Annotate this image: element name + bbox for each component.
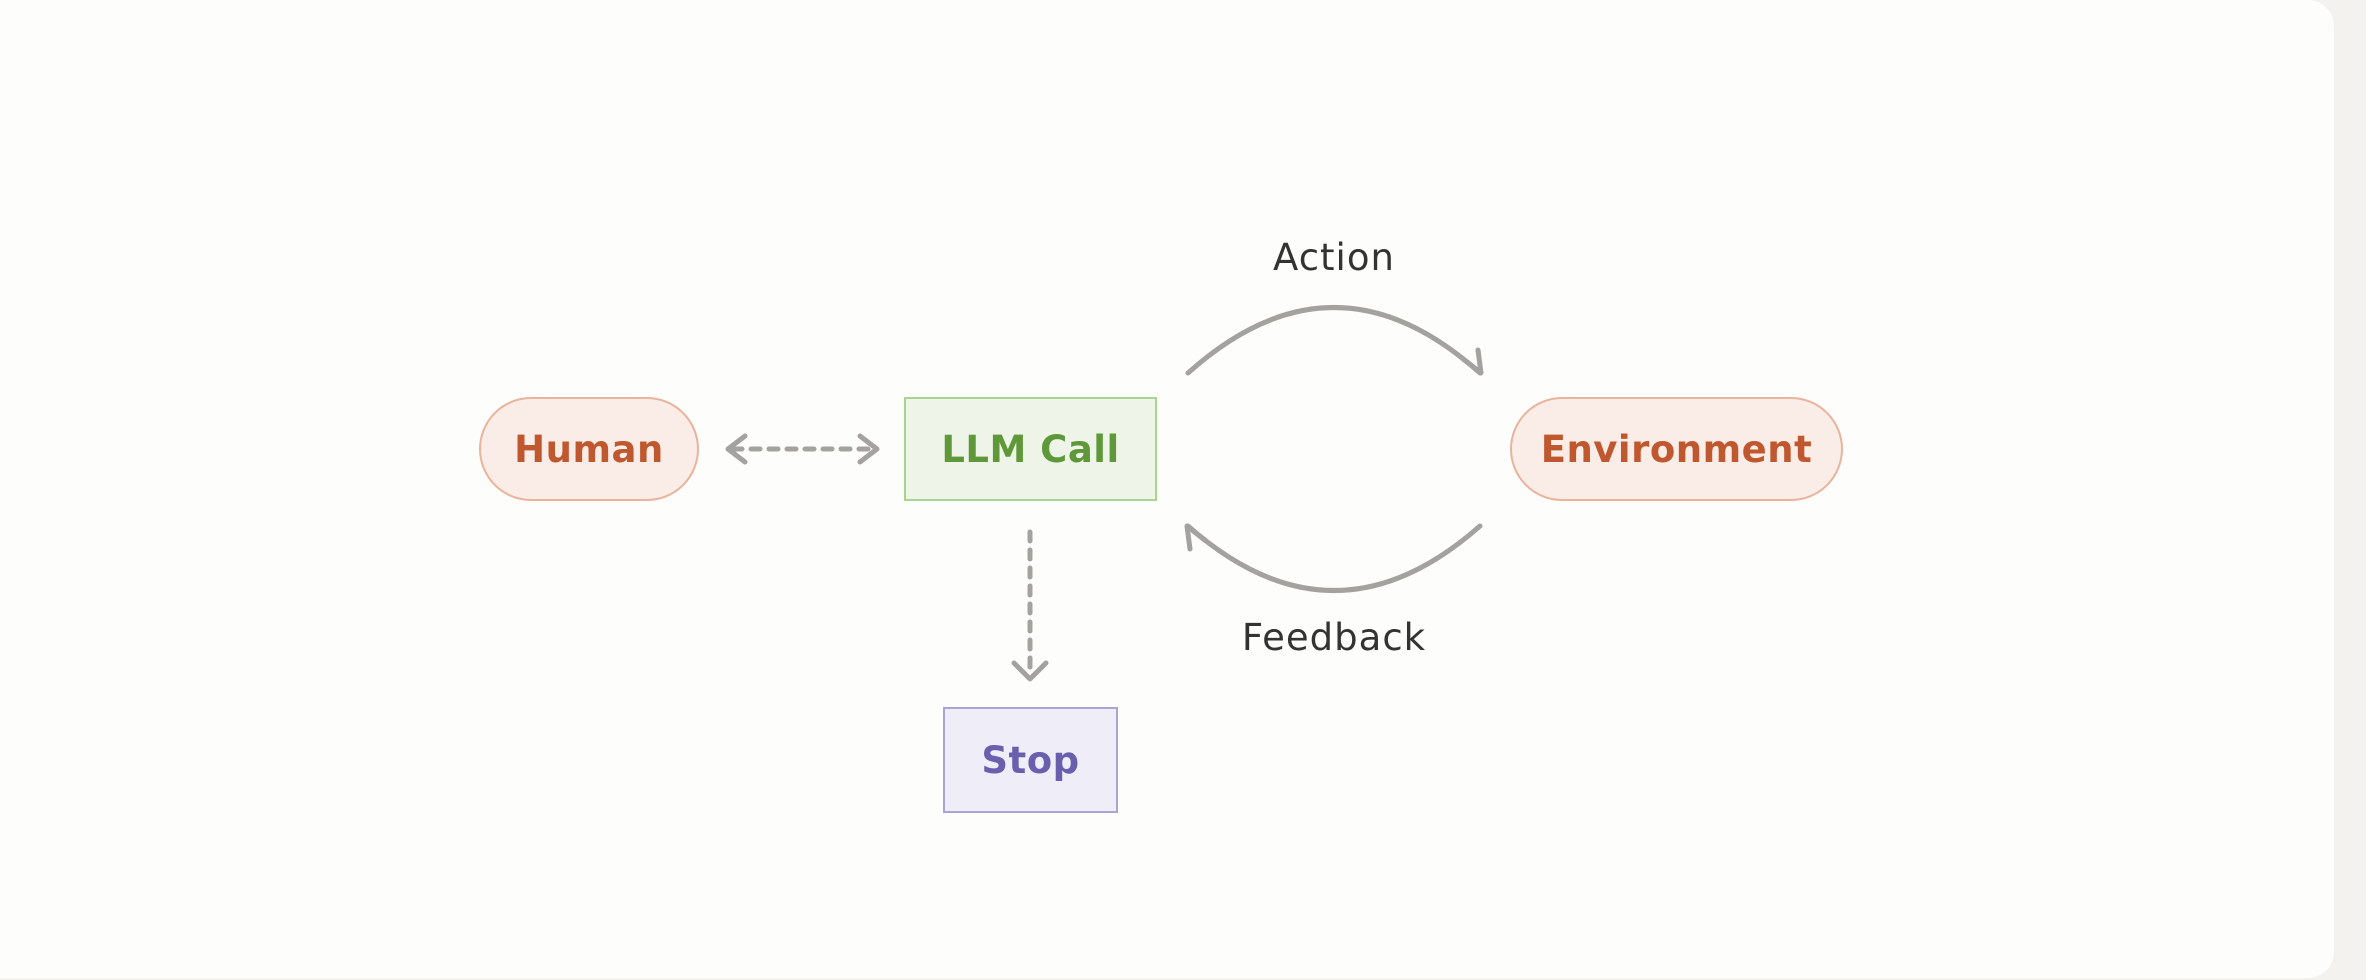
human-llm-bidirectional-arrow bbox=[725, 433, 880, 465]
action-label: Action bbox=[1273, 236, 1395, 279]
llm-call-node: LLM Call bbox=[904, 397, 1157, 501]
feedback-label: Feedback bbox=[1241, 616, 1427, 659]
action-arrow bbox=[1185, 305, 1484, 376]
human-node-label: Human bbox=[514, 427, 664, 471]
feedback-arrow bbox=[1184, 523, 1483, 593]
environment-node-label: Environment bbox=[1540, 427, 1813, 471]
environment-node: Environment bbox=[1510, 397, 1843, 501]
stop-node: Stop bbox=[943, 707, 1118, 813]
llm-stop-arrow bbox=[1011, 529, 1049, 682]
human-node: Human bbox=[479, 397, 699, 501]
llm-call-node-label: LLM Call bbox=[941, 427, 1120, 471]
stop-node-label: Stop bbox=[981, 738, 1080, 782]
